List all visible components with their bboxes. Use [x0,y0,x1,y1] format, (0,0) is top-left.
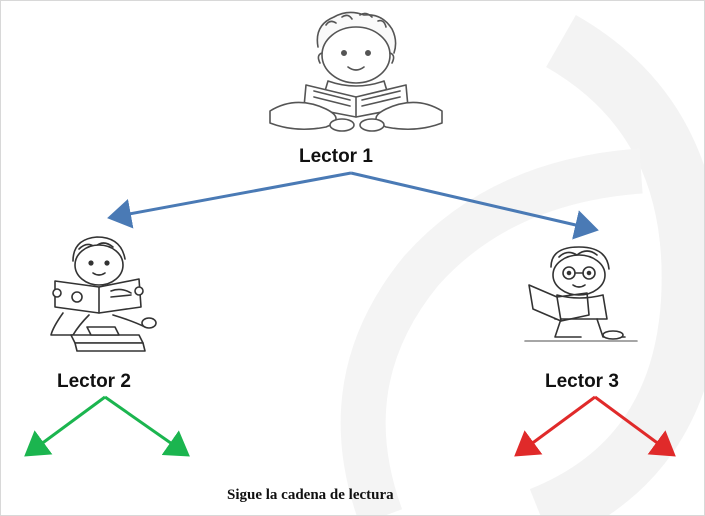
lector-3-illustration [524,246,638,342]
arrow-lector2-left [24,395,106,457]
arrow-lector1-to-lector2 [107,171,352,229]
diagram-caption: Sigue la cadena de lectura [227,487,394,503]
lector-2-label: Lector 2 [57,371,131,392]
lector-3-label: Lector 3 [545,371,619,392]
lector-2-illustration [50,236,157,352]
arrow-lector3-right [594,395,676,457]
lector-1-illustration [269,11,443,132]
arrow-lector3-left [514,395,596,457]
arrow-lector2-right [104,395,190,457]
arrow-lector1-to-lector3 [350,171,599,240]
lector-1-label: Lector 1 [299,146,373,167]
